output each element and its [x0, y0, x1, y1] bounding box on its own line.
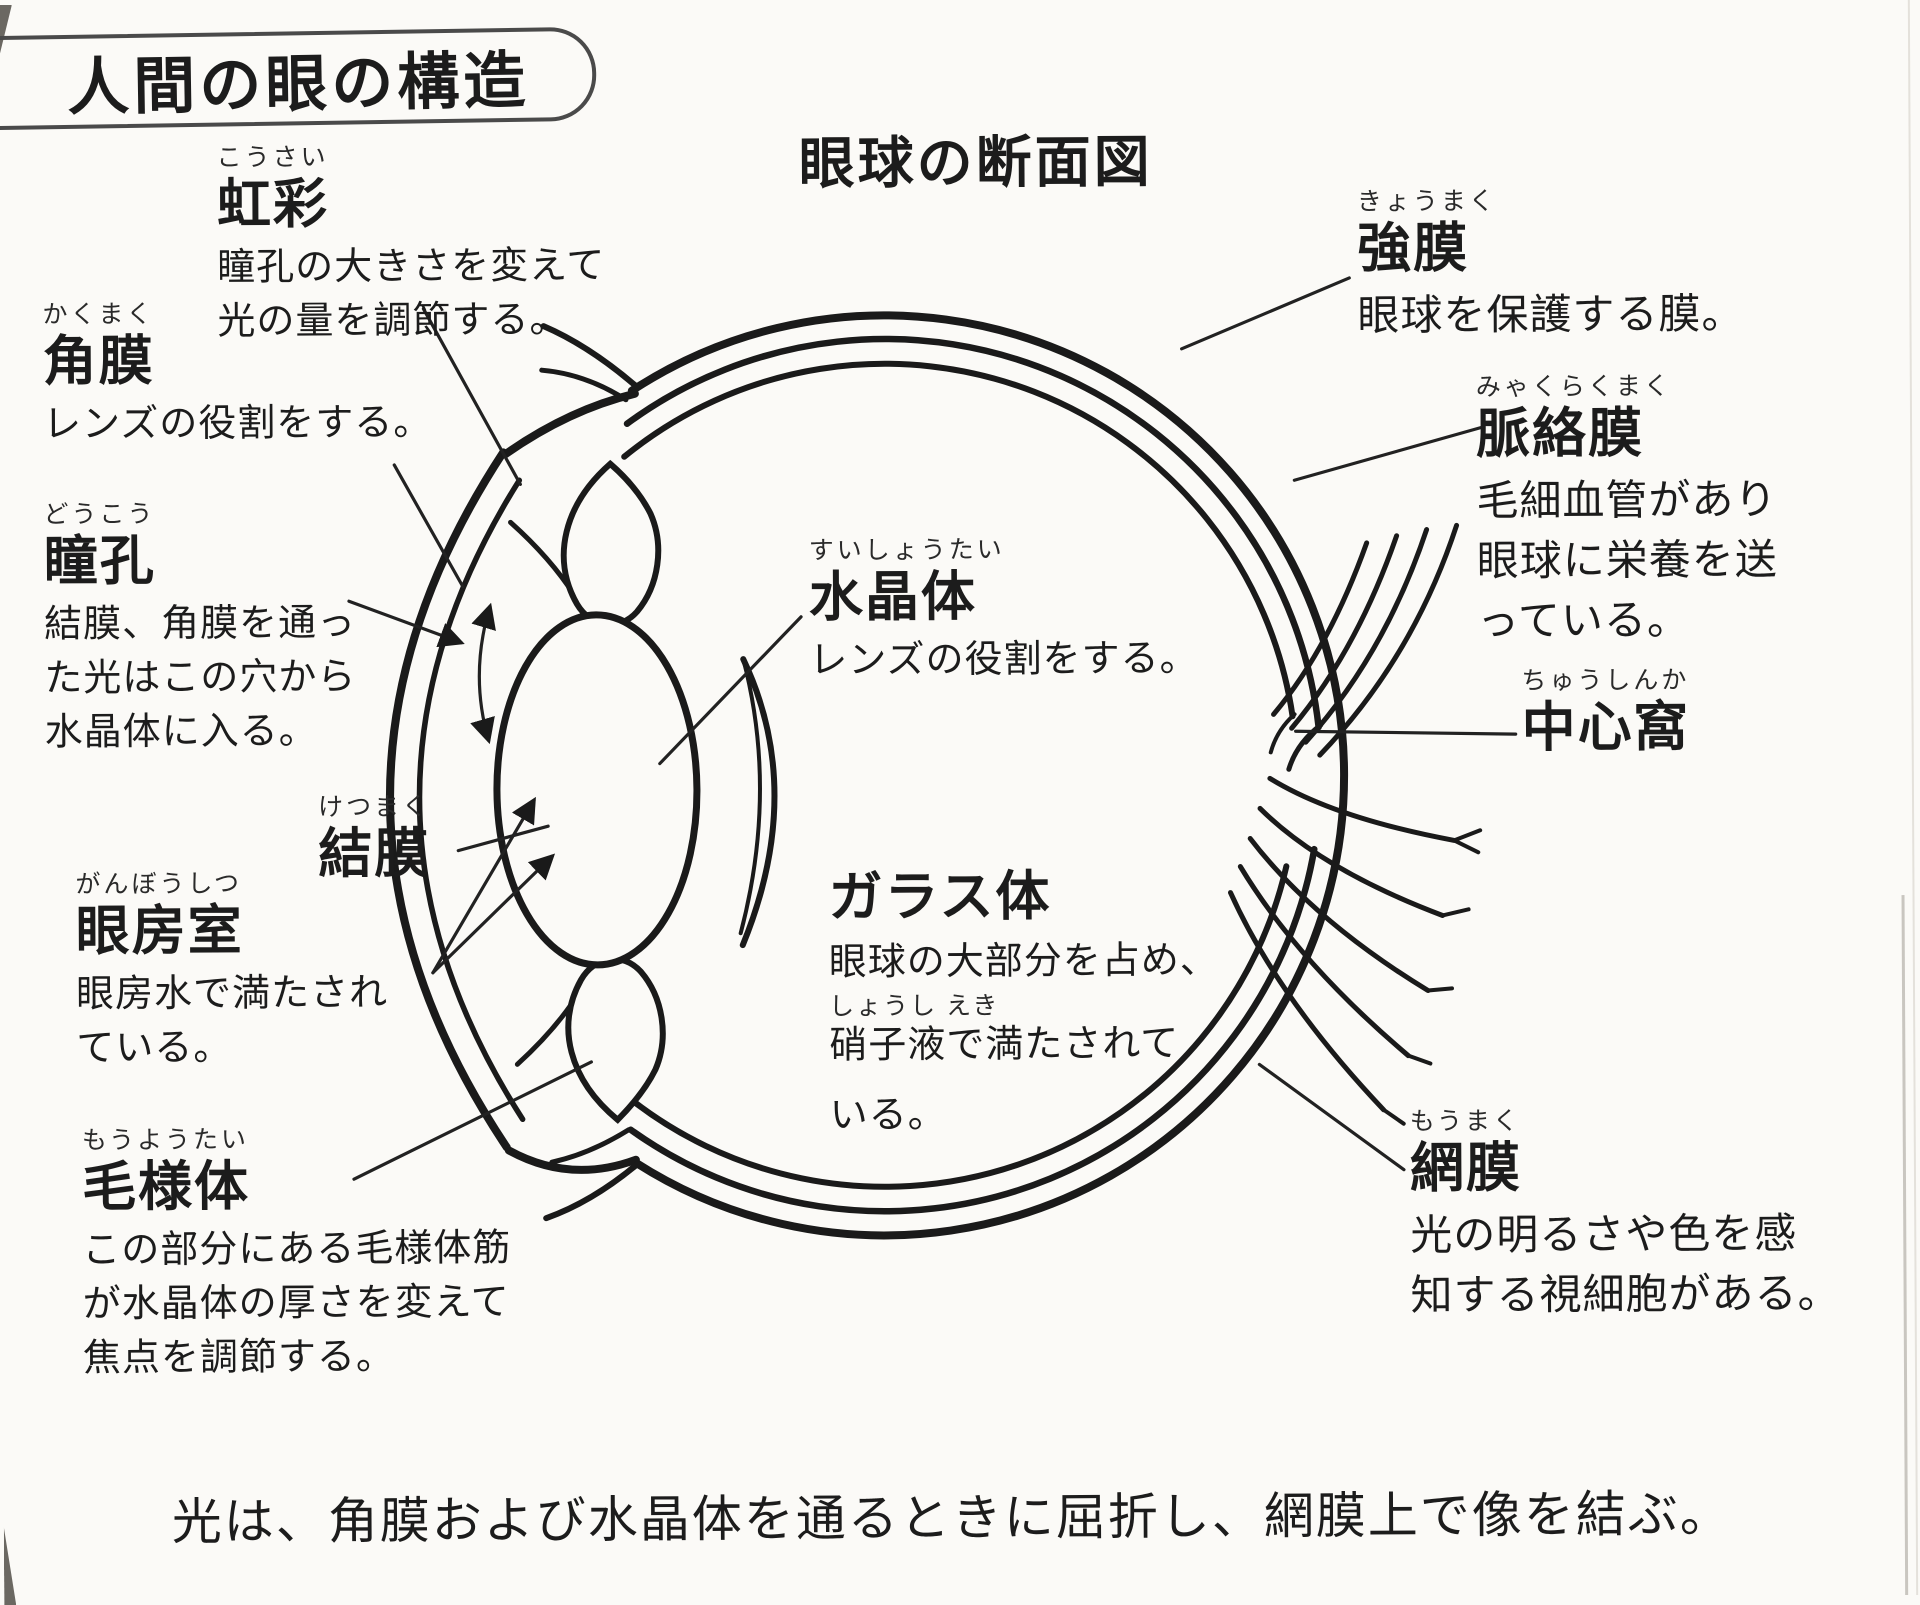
membrane-fork-top-2	[539, 367, 629, 403]
cornea-inner-line	[416, 477, 526, 1123]
term-choroid: 脈絡膜	[1475, 403, 1645, 465]
furigana-iris: こうさい	[216, 143, 329, 172]
furigana-cornea: かくまく	[42, 300, 155, 329]
term-iris: 虹彩	[216, 174, 330, 235]
term-cornea: 角膜	[42, 331, 155, 392]
label-cornea: かくまく 角膜 レンズの役割をする。	[42, 300, 433, 453]
desc-cornea: レンズの役割をする。	[42, 402, 433, 447]
ciliary-body-upper	[560, 459, 662, 628]
desc-lens: レンズの役割をする。	[809, 638, 1199, 683]
term-sclera: 強膜	[1356, 218, 1470, 279]
lens-shape	[493, 611, 778, 969]
pupil-aperture-arrow	[470, 602, 496, 745]
leader-retina	[1257, 1062, 1406, 1172]
furigana-aqueous-chamber: がんぼうしつ	[75, 869, 243, 899]
leader-choroid	[1292, 425, 1484, 482]
leader-iris	[421, 307, 522, 486]
desc-ciliary-body: この部分にある毛様体筋 が水晶体の厚さを変えて 焦点を調節する。	[82, 1227, 512, 1380]
term-lens: 水晶体	[808, 566, 978, 628]
term-retina: 網膜	[1409, 1138, 1523, 1199]
membrane-fork-bottom-2	[549, 1127, 632, 1165]
furigana-fovea: ちゅうしんか	[1521, 666, 1690, 696]
label-lens: すいしょうたい 水晶体 レンズの役割をする。	[808, 535, 1199, 689]
retina-arc-lower	[624, 863, 1290, 1190]
membrane-fork-top-1	[540, 323, 641, 391]
furigana-pupil: どうこう	[43, 500, 156, 529]
leader-lines	[347, 276, 1518, 1181]
leader-aqueous-1	[431, 796, 536, 975]
leader-sclera	[1180, 276, 1351, 351]
leader-pupil	[347, 599, 465, 648]
label-sclera: きょうまく 強膜 眼球を保護する膜。	[1356, 187, 1745, 346]
diagram-subtitle: 眼球の断面図	[798, 129, 1153, 195]
furigana-retina: もうまく	[1409, 1107, 1522, 1136]
eyeball-outline	[501, 311, 1349, 1240]
leader-cornea	[392, 463, 465, 589]
term-aqueous-chamber: 眼房室	[75, 900, 244, 962]
term-fovea: 中心窩	[1521, 697, 1690, 759]
term-vitreous-body: ガラス体	[828, 866, 1052, 928]
leader-lens	[658, 615, 803, 766]
cornea-outer-line	[386, 448, 511, 1152]
desc-pupil: 結膜、角膜を通っ た光はこの穴から 水晶体に入る。	[43, 602, 357, 755]
label-choroid: みゃくらくまく 脈絡膜 毛細血管があり 眼球に栄養を送 っている。	[1475, 372, 1778, 651]
optic-nerve	[1227, 522, 1483, 1126]
label-aqueous-chamber: がんぼうしつ 眼房室 眼房水で満たされ ている。	[75, 869, 389, 1077]
posterior-crescent-outer	[739, 656, 778, 949]
ciliary-body-lower	[565, 956, 666, 1124]
title-box: 人間の眼の構造	[0, 26, 597, 131]
membrane-fork-bottom-1	[543, 1160, 641, 1222]
sclera-cornea-join-top	[501, 389, 639, 459]
desc-vitreous-line3: いる。	[829, 1094, 947, 1137]
desc-aqueous-chamber: 眼房水で満たされ ている。	[75, 972, 389, 1070]
nerve-end-ticks	[1381, 828, 1483, 1126]
term-pupil: 瞳孔	[43, 531, 156, 592]
desc-vitreous-line2: 硝子液で満たされて	[829, 1023, 1180, 1067]
furigana-conjunctiva: けつまく	[317, 792, 431, 822]
leader-conjunctiva	[456, 824, 550, 853]
sclera-arc	[627, 311, 1349, 1240]
posterior-crescent-inner	[738, 657, 762, 936]
desc-retina: 光の明るさや色を感 知する視細胞がある。	[1410, 1209, 1841, 1319]
furigana-vitreous-humor: しょうし えき	[829, 992, 1000, 1021]
cornea-and-iris	[386, 448, 666, 1152]
page-title: 人間の眼の構造	[66, 46, 530, 123]
label-retina: もうまく 網膜 光の明るさや色を感 知する視細胞がある。	[1410, 1107, 1841, 1325]
label-ciliary-body: もうようたい 毛様体 この部分にある毛様体筋 が水晶体の厚さを変えて 焦点を調節…	[82, 1126, 512, 1386]
choroid-arc-upper	[623, 335, 1322, 731]
furigana-sclera: きょうまく	[1356, 187, 1497, 216]
choroid-arc-lower	[627, 845, 1318, 1215]
label-pupil: どうこう 瞳孔 結膜、角膜を通っ た光はこの穴から 水晶体に入る。	[43, 500, 357, 761]
fovea-dimple-2	[1268, 712, 1297, 755]
label-vitreous-body: ガラス体 眼球の大部分を占め、 しょうし えき 硝子液で満たされて いる。	[828, 867, 1219, 1144]
leader-ciliary	[352, 1060, 593, 1181]
furigana-ciliary-body: もうようたい	[81, 1125, 250, 1155]
sclera-cornea-join-bottom	[504, 1146, 640, 1174]
label-fovea: ちゅうしんか 中心窩	[1521, 666, 1690, 759]
leader-fovea	[1294, 729, 1518, 736]
desc-choroid: 毛細血管があり 眼球に栄養を送 っている。	[1476, 476, 1778, 644]
desc-sclera: 眼球を保護する膜。	[1357, 290, 1745, 340]
leader-aqueous-2	[431, 853, 556, 975]
lens-ellipse	[493, 611, 701, 969]
retina-arc-upper	[621, 360, 1296, 720]
bottom-note: 光は、角膜および水晶体を通るときに屈折し、網膜上で像を結ぶ。	[171, 1485, 1732, 1551]
desc-vitreous-line1: 眼球の大部分を占め、	[828, 939, 1219, 985]
furigana-choroid: みゃくらくまく	[1475, 372, 1672, 402]
term-ciliary-body: 毛様体	[81, 1156, 251, 1218]
furigana-lens: すいしょうたい	[808, 535, 1005, 565]
